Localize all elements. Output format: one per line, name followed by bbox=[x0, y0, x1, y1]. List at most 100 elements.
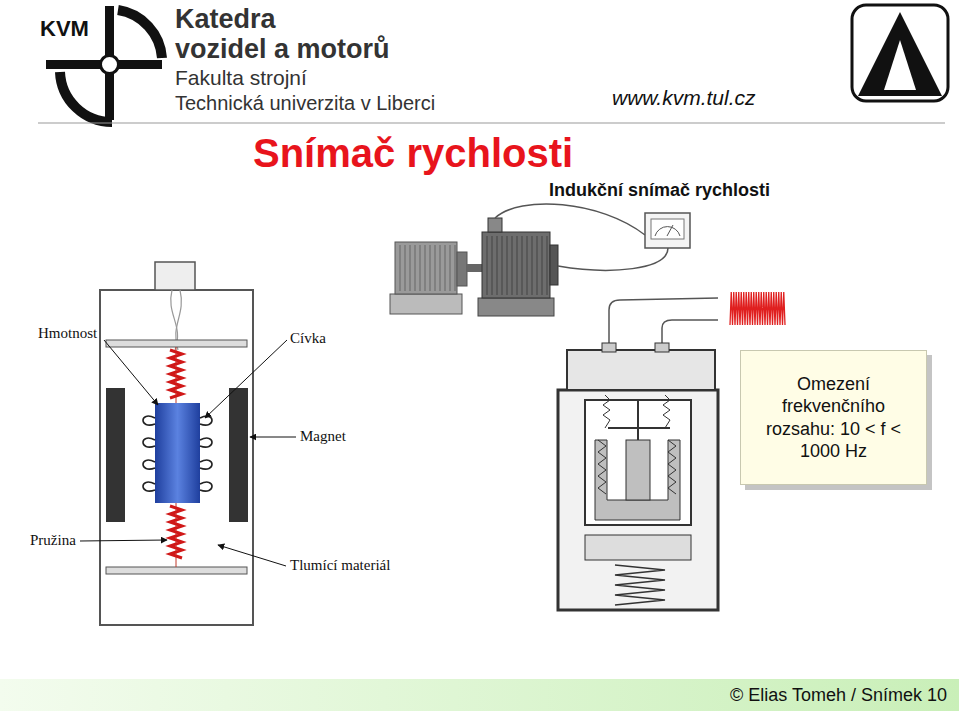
sensor-section-left-part-part bbox=[200, 482, 212, 491]
sensor-section-right-part bbox=[615, 565, 665, 605]
header-rule bbox=[38, 123, 945, 124]
motor-set-part-part bbox=[430, 245, 431, 291]
sensor-section-left-part bbox=[229, 388, 248, 522]
part-label: Cívka bbox=[290, 330, 326, 347]
sensor-section-right-part bbox=[585, 535, 691, 560]
kvm-logo-part bbox=[101, 56, 119, 74]
part-label: Hmotnost bbox=[38, 325, 97, 342]
leader-line-part bbox=[218, 545, 286, 566]
motor-set-part bbox=[467, 264, 482, 272]
department-name: vozidel a motorů bbox=[175, 34, 390, 65]
faculty-name: Fakulta strojní bbox=[175, 66, 307, 90]
motor-set-part-part bbox=[450, 245, 451, 291]
sensor-section-right-part bbox=[598, 440, 606, 494]
motor-set-part-part bbox=[517, 236, 518, 295]
motor-set-part-part bbox=[425, 245, 426, 291]
note-box: Omezení frekvenčního rozsahu: 10 < f < 1… bbox=[740, 350, 927, 485]
motor-set-part-part bbox=[435, 245, 436, 291]
sensor-section-right-part bbox=[608, 427, 670, 429]
leader-line-part bbox=[104, 340, 158, 405]
meter-part bbox=[645, 213, 690, 248]
sensor-section-left-part bbox=[100, 290, 253, 625]
motor-set-part bbox=[482, 232, 550, 298]
sensor-section-left-part-part bbox=[143, 482, 155, 491]
motor-set-part-part bbox=[440, 245, 441, 291]
motor-set-part-part bbox=[405, 245, 406, 291]
motor-set-part bbox=[400, 245, 455, 291]
sensor-section-left bbox=[100, 262, 253, 625]
motor-set-part-part bbox=[542, 236, 543, 295]
sensor-section-left-part bbox=[106, 567, 247, 574]
subtitle: Indukční snímač rychlosti bbox=[549, 180, 770, 201]
sensor-section-left-part bbox=[106, 388, 125, 522]
motor-set bbox=[390, 218, 558, 316]
motor-set-part-part bbox=[527, 236, 528, 295]
sensor-section-right-part bbox=[567, 350, 715, 390]
motor-set-part-part bbox=[487, 236, 488, 295]
part-label: Magnet bbox=[300, 428, 346, 445]
department-name: Katedra bbox=[175, 4, 276, 35]
motor-set-part-part bbox=[492, 236, 493, 295]
motor-set-part-part bbox=[400, 245, 401, 291]
meter-part bbox=[651, 219, 684, 239]
sensor-section-left-part-part bbox=[200, 438, 212, 447]
footer-band: © Elias Tomeh / Snímek 10 bbox=[0, 679, 959, 711]
sensor-section-right-part bbox=[595, 440, 680, 520]
motor-set-part-part bbox=[455, 245, 456, 291]
sensor-section-right-part bbox=[603, 395, 610, 428]
sensor-section-right-part bbox=[558, 390, 718, 610]
web-address: www.kvm.tul.cz bbox=[612, 86, 756, 110]
sensor-section-right bbox=[558, 343, 718, 610]
sensor-section-left-part bbox=[143, 416, 212, 491]
note-text: Omezení frekvenčního rozsahu: 10 < f < 1… bbox=[751, 373, 916, 463]
sensor-section-left-part-part bbox=[143, 460, 155, 469]
motor-set-part-part bbox=[547, 236, 548, 295]
sensor-section-right-part bbox=[602, 343, 616, 352]
motor-set-part bbox=[457, 252, 467, 286]
leader-line-part bbox=[80, 540, 167, 541]
university-name: Technická univerzita v Liberci bbox=[175, 92, 435, 115]
meter bbox=[645, 213, 690, 248]
sensor-section-left-part bbox=[106, 340, 247, 347]
motor-set-part bbox=[487, 236, 547, 295]
motor-set-part-part bbox=[410, 245, 411, 291]
leader-line bbox=[80, 340, 296, 566]
university-emblem-part bbox=[884, 40, 916, 90]
motor-set-part-part bbox=[537, 236, 538, 295]
motor-set-part-part bbox=[415, 245, 416, 291]
sensor-section-left-part-part bbox=[170, 350, 182, 398]
wire bbox=[495, 204, 718, 345]
part-label: Tlumící materiál bbox=[290, 557, 390, 574]
motor-set-part bbox=[395, 242, 457, 294]
sensor-section-right-part bbox=[668, 440, 676, 494]
motor-set-part-part bbox=[512, 236, 513, 295]
wire-part bbox=[609, 298, 718, 345]
slide-title: Snímač rychlosti bbox=[253, 130, 573, 176]
wire-part bbox=[558, 248, 668, 270]
sensor-section-left-part bbox=[155, 262, 195, 290]
motor-set-part-part bbox=[507, 236, 508, 295]
kvm-logo-part bbox=[118, 10, 162, 58]
wire-part bbox=[662, 320, 718, 345]
sensor-section-right-part bbox=[626, 440, 650, 500]
sensor-section-left-part bbox=[155, 403, 200, 503]
leader-line-part bbox=[250, 437, 296, 438]
motor-set-part bbox=[550, 245, 558, 285]
motor-set-part bbox=[390, 294, 462, 314]
sensor-section-left-part-part bbox=[143, 438, 155, 447]
footer-text: © Elias Tomeh / Snímek 10 bbox=[730, 684, 947, 707]
university-emblem bbox=[852, 5, 948, 101]
sensor-section-left-part-part bbox=[143, 416, 155, 425]
motor-set-part bbox=[478, 298, 554, 316]
leader-line-part bbox=[205, 340, 287, 418]
motor-set-part bbox=[488, 218, 502, 232]
university-emblem-part bbox=[852, 5, 948, 101]
sensor-section-right-part bbox=[655, 343, 669, 352]
motor-set-part-part bbox=[532, 236, 533, 295]
sensor-section-left-part-part bbox=[170, 506, 182, 558]
wire-part bbox=[495, 204, 645, 235]
motor-set-part-part bbox=[420, 245, 421, 291]
sensor-section-left-part bbox=[170, 350, 182, 558]
logo-text: KVM bbox=[40, 16, 89, 41]
